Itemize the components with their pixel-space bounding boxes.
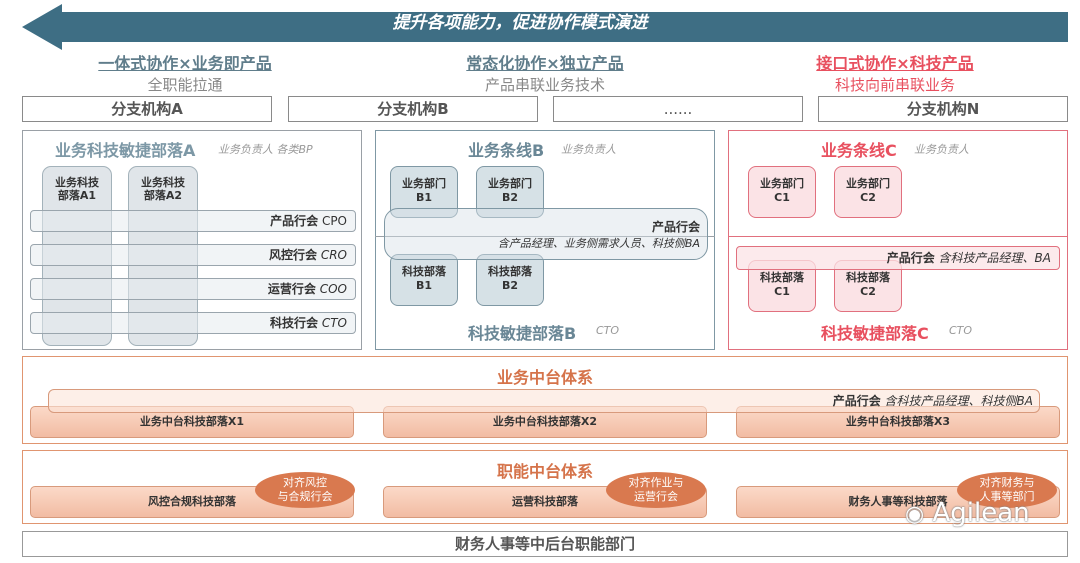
biz-dept-b2: [476, 166, 544, 218]
header-title-c: 接口式协作×科技产品: [816, 54, 974, 73]
guild-product-c: 产品行会 含科技产品经理、BA: [736, 246, 1060, 270]
mid-platform-panel: [22, 356, 1068, 444]
tech-tribe-c1-label: 科技部落 C1: [760, 271, 804, 298]
guild-a-role: COO: [319, 282, 347, 296]
guild-tech-a: 科技行会 CTO: [30, 312, 356, 334]
tribe-a1-label: 业务科技 部落A1: [55, 176, 99, 202]
panel-line-c: [728, 130, 1068, 350]
panel-c-title: 业务条线C: [821, 141, 897, 160]
banner-text: 提升各项能力，促进协作模式演进: [392, 13, 648, 33]
header-sub-c: 科技向前串联业务: [834, 76, 955, 94]
guild-product-b: [384, 208, 708, 260]
header-sub-a: 全职能拉通: [147, 76, 223, 94]
branch-b: 分支机构B: [288, 96, 538, 122]
header-title-b: 常态化协作×独立产品: [466, 54, 624, 73]
guild-a-name: 产品行会: [270, 214, 319, 228]
panel-a-title: 业务科技敏捷部落A: [55, 141, 196, 160]
func-platform-title: 职能中台体系: [496, 462, 593, 481]
tech-tribe-b1-label: 科技部落 B1: [402, 265, 446, 292]
guild-a-role: CPO: [321, 214, 347, 228]
guild-product-a: 产品行会 CPO: [30, 210, 356, 232]
biz-dept-c1: [748, 166, 816, 218]
mid-platform-title: 业务中台体系: [496, 368, 593, 387]
branch-n: 分支机构N: [818, 96, 1068, 122]
watermark-logo: ◉ Agilean: [905, 498, 1030, 528]
panel-a-note: 业务负责人 各类BP: [218, 143, 313, 156]
tribe-a2-label: 业务科技 部落A2: [141, 176, 185, 202]
tech-tribe-b1: [390, 254, 458, 306]
panel-b-title: 业务条线B: [468, 141, 545, 160]
branch-a: 分支机构A: [22, 96, 272, 122]
biz-dept-c2-label: 业务部门 C2: [846, 177, 890, 204]
tech-tribe-c2-label: 科技部落 C2: [846, 271, 890, 298]
back-office-bar: 财务人事等中后台职能部门: [22, 531, 1068, 557]
wechat-icon: ◉: [905, 502, 925, 527]
evolution-arrow: [22, 4, 1068, 50]
guild-a-name: 科技行会: [270, 316, 319, 330]
guild-b-name: 产品行会: [651, 220, 700, 234]
header-col-b: 常态化协作×独立产品 产品串联业务技术: [420, 50, 670, 95]
header-sub-b: 产品串联业务技术: [484, 76, 605, 94]
panel-c-bottom-title: 科技敏捷部落C: [821, 324, 929, 343]
watermark-text: Agilean: [932, 498, 1030, 528]
panel-tribe-a: [22, 130, 362, 350]
biz-dept-b2-label: 业务部门 B2: [488, 177, 532, 204]
header-col-a: 一体式协作×业务即产品 全职能拉通: [60, 50, 310, 95]
biz-dept-c1-label: 业务部门 C1: [760, 177, 804, 204]
panel-c-bottom-note: CTO: [949, 324, 973, 337]
panel-b-divider: [375, 236, 715, 237]
tech-tribe-b2-label: 科技部落 B2: [488, 265, 532, 292]
header-title-a: 一体式协作×业务即产品: [98, 54, 272, 73]
guild-mid-desc: 含科技产品经理、科技侧BA: [884, 394, 1033, 408]
func-platform-panel: [22, 450, 1068, 524]
oval-ops-align: 对齐作业与 运营行会: [606, 472, 706, 508]
panel-b-bottom-title: 科技敏捷部落B: [468, 324, 577, 343]
guild-b-desc: 含产品经理、业务侧需求人员、科技侧BA: [497, 237, 700, 250]
biz-dept-b1: [390, 166, 458, 218]
panel-line-b: [375, 130, 715, 350]
guild-risk-a: 风控行会 CRO: [30, 244, 356, 266]
branch-ellipsis: ......: [553, 96, 803, 122]
guild-a-role: CRO: [320, 248, 347, 262]
guild-c-name: 产品行会: [886, 251, 935, 265]
guild-a-name: 运营行会: [267, 282, 316, 296]
guild-mid-name: 产品行会: [832, 394, 881, 408]
oval-finance-align: 对齐财务与 人事等部门: [957, 472, 1057, 508]
guild-product-mid: 产品行会 含科技产品经理、科技侧BA: [48, 389, 1040, 413]
panel-c-note: 业务负责人: [914, 143, 969, 156]
biz-dept-b1-label: 业务部门 B1: [402, 177, 446, 204]
guild-a-role: CTO: [321, 316, 347, 330]
oval-risk-align: 对齐风控 与合规行会: [255, 472, 355, 508]
panel-b-note: 业务负责人: [561, 143, 616, 156]
panel-b-bottom-note: CTO: [596, 324, 620, 337]
panel-c-divider: [728, 236, 1068, 237]
guild-c-desc: 含科技产品经理、BA: [938, 251, 1051, 265]
biz-dept-c2: [834, 166, 902, 218]
guild-a-name: 风控行会: [268, 248, 317, 262]
tech-tribe-b2: [476, 254, 544, 306]
header-col-c: 接口式协作×科技产品 科技向前串联业务: [770, 50, 1020, 95]
guild-ops-a: 运营行会 COO: [30, 278, 356, 300]
